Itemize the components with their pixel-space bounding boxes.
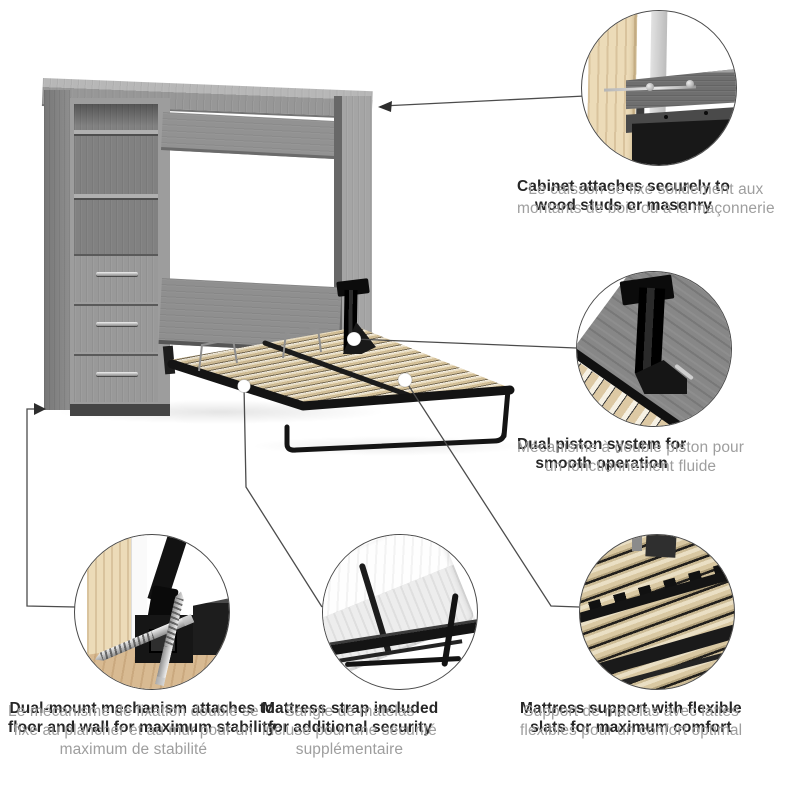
caption-fr: Le caisson se fixe solidement aux montan… — [517, 181, 775, 217]
open-shelf-section — [74, 104, 158, 254]
storage-pier-front — [70, 98, 170, 416]
connector-cabinet-mount — [381, 95, 586, 107]
drawer-handle — [96, 322, 138, 326]
screw-head — [646, 83, 654, 91]
cabinet-base-plinth — [70, 404, 170, 416]
drawer — [74, 254, 158, 302]
connector-slat-support — [404, 379, 580, 608]
caption-fr: Mécanisme à double piston pour un foncti… — [517, 439, 745, 475]
caption-en: Dual-mount mechanism attaches to floor a… — [8, 700, 277, 736]
arrowhead-dual-mount — [34, 403, 46, 415]
locator-dot-piston — [346, 331, 362, 347]
foot-leg-tube — [501, 387, 511, 439]
drawer — [74, 354, 158, 402]
storage-pier-side-panel — [44, 90, 70, 410]
drawer-handle — [96, 272, 138, 276]
caption-en: Dual piston system for smooth operation — [517, 436, 687, 472]
screw-head — [686, 80, 694, 88]
connector-dual-mount — [26, 408, 76, 608]
caption-fr: Le mécanisme de fixation double se fixe … — [8, 703, 259, 758]
detail-circle-slat-support — [579, 534, 735, 690]
screw-dot — [704, 111, 708, 115]
mattress-retainer-bracket-left — [198, 337, 238, 372]
right-panel-inner-edge — [334, 96, 342, 364]
caption-en: Cabinet attaches securely to wood studs … — [517, 178, 730, 214]
deck-edge-rails — [167, 359, 515, 411]
connector-dual-piston — [353, 338, 577, 349]
drawer-handle — [96, 372, 138, 376]
locator-dot-strap — [237, 379, 251, 393]
detail-circle-dual-mount — [74, 534, 230, 690]
frame-hardware-light — [632, 535, 642, 551]
detail-circle-mattress-strap — [322, 534, 478, 690]
mattress-retainer-bracket-right — [282, 326, 322, 359]
caption-fr: Support de matelas avec lattes flexibles… — [520, 703, 743, 739]
shelf-board — [74, 130, 158, 136]
drawer — [74, 304, 158, 352]
deck-center-rail — [262, 340, 411, 398]
detail-circle-cabinet-mount — [581, 10, 737, 166]
caption-en: Mattress strap included for additional s… — [262, 700, 439, 736]
connector-mattress-strap — [243, 385, 323, 608]
frame-hardware — [645, 535, 677, 558]
arrowhead-cabinet-mount — [378, 101, 392, 112]
screw-dot — [664, 115, 668, 119]
caption-fr: Sangle de matelas incluse pour une sécur… — [262, 703, 437, 758]
locator-dot-slats — [397, 372, 413, 388]
caption-en: Mattress support with flexible slats for… — [520, 700, 742, 736]
shelf-board — [74, 194, 158, 200]
frame-member — [193, 597, 229, 655]
foot-crossbar-tube — [284, 424, 507, 453]
detail-circle-dual-piston — [576, 271, 732, 427]
cabinet-interior-shadow — [632, 119, 736, 165]
